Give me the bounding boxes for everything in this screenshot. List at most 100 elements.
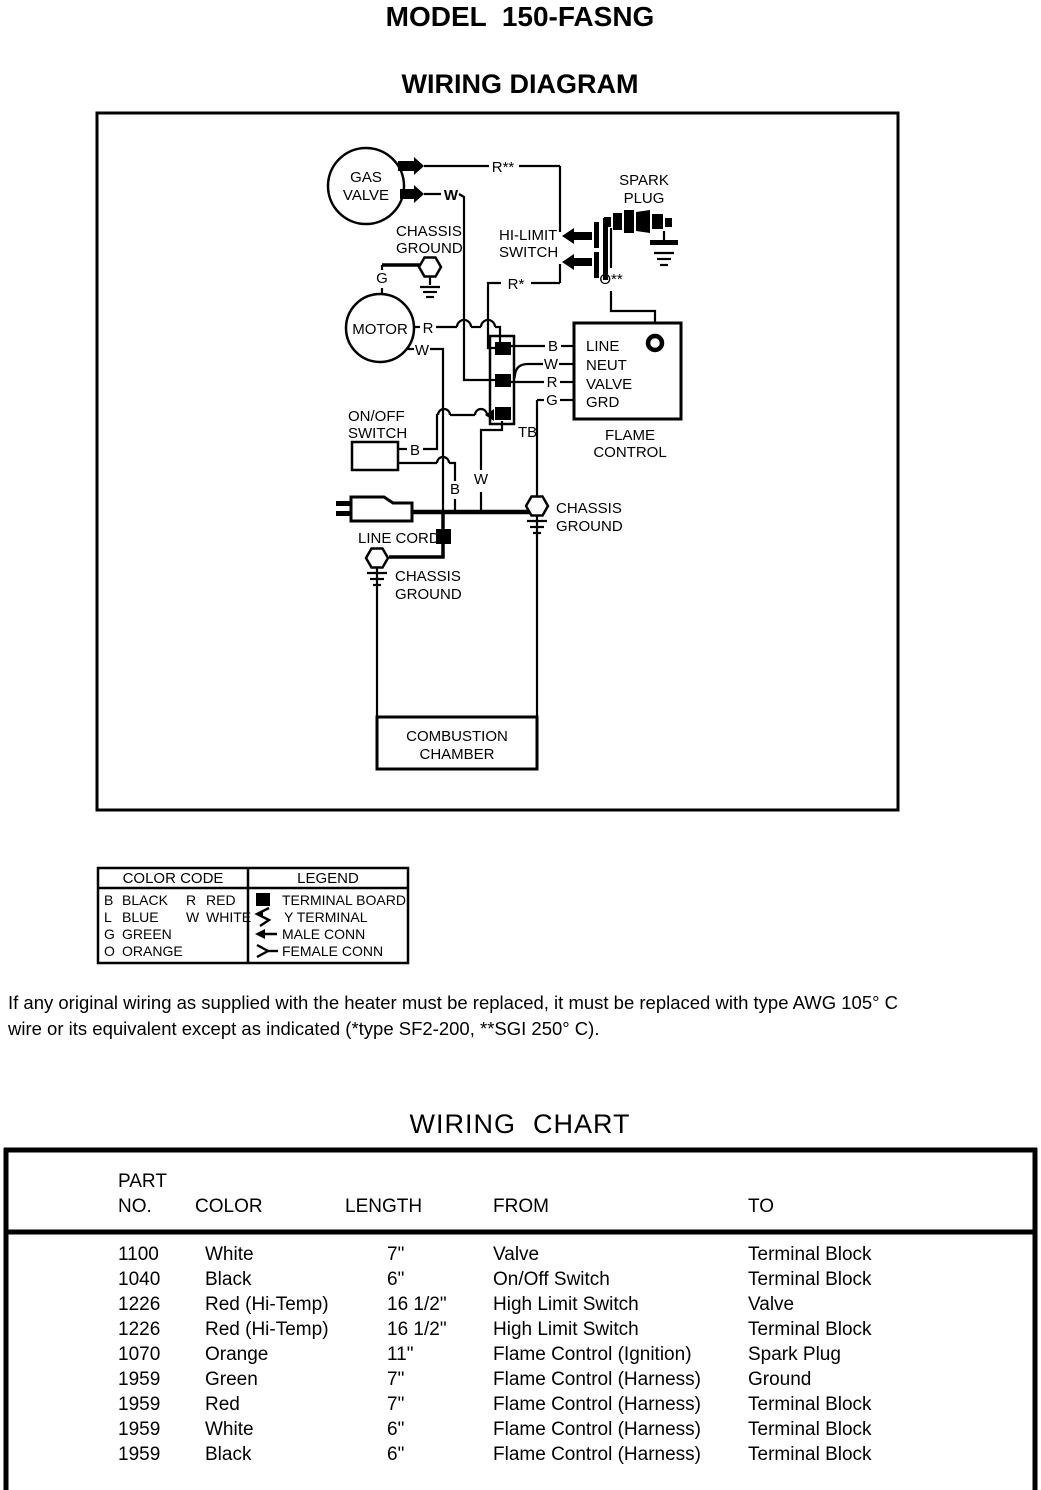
cell-length: 7" <box>387 1244 404 1265</box>
wiring-chart: WIRING CHART PART NO. COLOR LENGTH FROM … <box>3 1109 1038 1490</box>
ground-stud-icon <box>524 495 550 517</box>
color-code-letter: R <box>186 892 196 908</box>
cell-part: 1070 <box>118 1344 160 1365</box>
cell-from: High Limit Switch <box>493 1319 639 1340</box>
color-code-name: ORANGE <box>122 943 183 959</box>
chassis-ground-right: CHASSIS GROUND <box>524 495 623 535</box>
chart-row: 1226 Red (Hi-Temp) 16 1/2" High Limit Sw… <box>118 1294 794 1315</box>
page-subtitle: WIRING DIAGRAM <box>402 69 639 99</box>
cell-part: 1040 <box>118 1269 160 1290</box>
hi-limit-switch: HI-LIMIT SWITCH <box>499 218 608 280</box>
combustion-label-1: COMBUSTION <box>406 728 508 745</box>
combustion-chamber: COMBUSTION CHAMBER <box>375 715 539 771</box>
note-line-2: wire or its equivalent except as indicat… <box>7 1018 599 1039</box>
cell-from: Flame Control (Harness) <box>493 1444 701 1465</box>
male-conn-icon <box>562 228 592 244</box>
cell-length: 7" <box>387 1369 404 1390</box>
color-code-name: BLACK <box>122 892 169 908</box>
chart-row: 1959 Green 7" Flame Control (Harness) Gr… <box>118 1369 811 1390</box>
female-conn-icon <box>256 943 278 959</box>
cell-from: On/Off Switch <box>493 1269 610 1290</box>
chart-header-no: NO. <box>118 1196 152 1217</box>
cell-to: Spark Plug <box>748 1344 841 1365</box>
wire-label-r-motor: R <box>423 320 434 337</box>
color-code-name: WHITE <box>206 909 251 925</box>
flame-control-label-1: FLAME <box>605 427 655 444</box>
line-cord-label: LINE CORD <box>358 530 440 547</box>
cell-to: Terminal Block <box>748 1269 872 1290</box>
chassis-ground-top: CHASSIS GROUND <box>396 223 463 299</box>
cell-from: Flame Control (Harness) <box>493 1394 701 1415</box>
switch-contact <box>594 252 599 278</box>
gas-valve-label-2: VALVE <box>343 187 389 204</box>
chassis-ground-left-label-2: GROUND <box>395 586 462 603</box>
cell-part: 1226 <box>118 1294 160 1315</box>
cell-from: High Limit Switch <box>493 1294 639 1315</box>
hi-limit-label-1: HI-LIMIT <box>499 227 557 244</box>
y-terminal-icon <box>254 906 272 927</box>
chart-row: 1226 Red (Hi-Temp) 16 1/2" High Limit Sw… <box>118 1319 872 1340</box>
chart-header-length: LENGTH <box>345 1196 422 1217</box>
color-code-letter: W <box>186 909 200 925</box>
chassis-ground-right-label-2: GROUND <box>556 518 623 535</box>
ground-stud-icon <box>364 547 390 569</box>
page-title: MODEL 150-FASNG <box>386 1 655 32</box>
cell-length: 7" <box>387 1394 404 1415</box>
ignition-terminal-icon <box>645 333 665 353</box>
cell-from: Flame Control (Harness) <box>493 1419 701 1440</box>
wire-label-b1: B <box>410 442 420 459</box>
cell-to: Terminal Block <box>748 1419 872 1440</box>
ground-stud-icon <box>417 256 443 278</box>
wire-label-w-cord: W <box>474 471 489 488</box>
spark-plug-icon <box>604 210 678 267</box>
switch-plate <box>603 218 608 280</box>
wiring-chart-title: WIRING CHART <box>410 1109 631 1139</box>
chart-row: 1070 Orange 11" Flame Control (Ignition)… <box>118 1344 841 1365</box>
chart-header-part: PART <box>118 1171 167 1192</box>
cell-part: 1100 <box>118 1244 159 1265</box>
cell-to: Terminal Block <box>748 1394 872 1415</box>
cord-terminal-icon <box>436 529 451 544</box>
fc-neut-label: NEUT <box>586 357 627 374</box>
spark-plug: SPARK PLUG <box>604 172 678 267</box>
fc-grd-label: GRD <box>586 394 620 411</box>
cell-part: 1959 <box>118 1369 160 1390</box>
wire-label-w-motor: W <box>415 342 430 359</box>
replacement-note: If any original wiring as supplied with … <box>7 992 898 1039</box>
terminal-board-icon <box>495 374 511 387</box>
cell-color: Red <box>205 1394 240 1415</box>
cell-length: 16 1/2" <box>387 1319 447 1340</box>
cell-color: White <box>205 1244 254 1265</box>
wire-label-r-double-star: R** <box>492 159 515 176</box>
plug-prong <box>336 501 351 506</box>
cell-color: Red (Hi-Temp) <box>205 1319 329 1340</box>
on-off-label-1: ON/OFF <box>348 408 405 425</box>
cell-part: 1959 <box>118 1419 160 1440</box>
flame-control-label-2: CONTROL <box>593 444 666 461</box>
wire-label-w-valve: W <box>444 187 459 204</box>
wire-label-r-star: R* <box>508 276 525 293</box>
color-code-letter: B <box>104 892 113 908</box>
fc-valve-label: VALVE <box>586 376 632 393</box>
cell-part: 1226 <box>118 1319 160 1340</box>
plug-icon <box>349 495 414 523</box>
tb-label: TB <box>518 424 537 441</box>
cell-to: Terminal Block <box>748 1319 872 1340</box>
on-off-label-2: SWITCH <box>348 425 407 442</box>
color-code-name: RED <box>206 892 236 908</box>
chart-row: 1100 White 7" Valve Terminal Block <box>118 1244 872 1265</box>
chassis-ground-top-label-2: GROUND <box>396 240 463 257</box>
diagram-border <box>95 111 900 812</box>
cell-part: 1959 <box>118 1444 160 1465</box>
cell-to: Terminal Block <box>748 1244 872 1265</box>
wire-label-fg: G <box>546 392 558 409</box>
wire-label-fw: W <box>544 356 559 373</box>
chart-row: 1959 White 6" Flame Control (Harness) Te… <box>118 1419 872 1440</box>
chart-header-color: COLOR <box>195 1196 263 1217</box>
chassis-ground-right-label-1: CHASSIS <box>556 500 622 517</box>
cell-color: White <box>205 1419 254 1440</box>
chart-row: 1959 Black 6" Flame Control (Harness) Te… <box>118 1444 872 1465</box>
wire-label-fb: B <box>548 338 558 355</box>
